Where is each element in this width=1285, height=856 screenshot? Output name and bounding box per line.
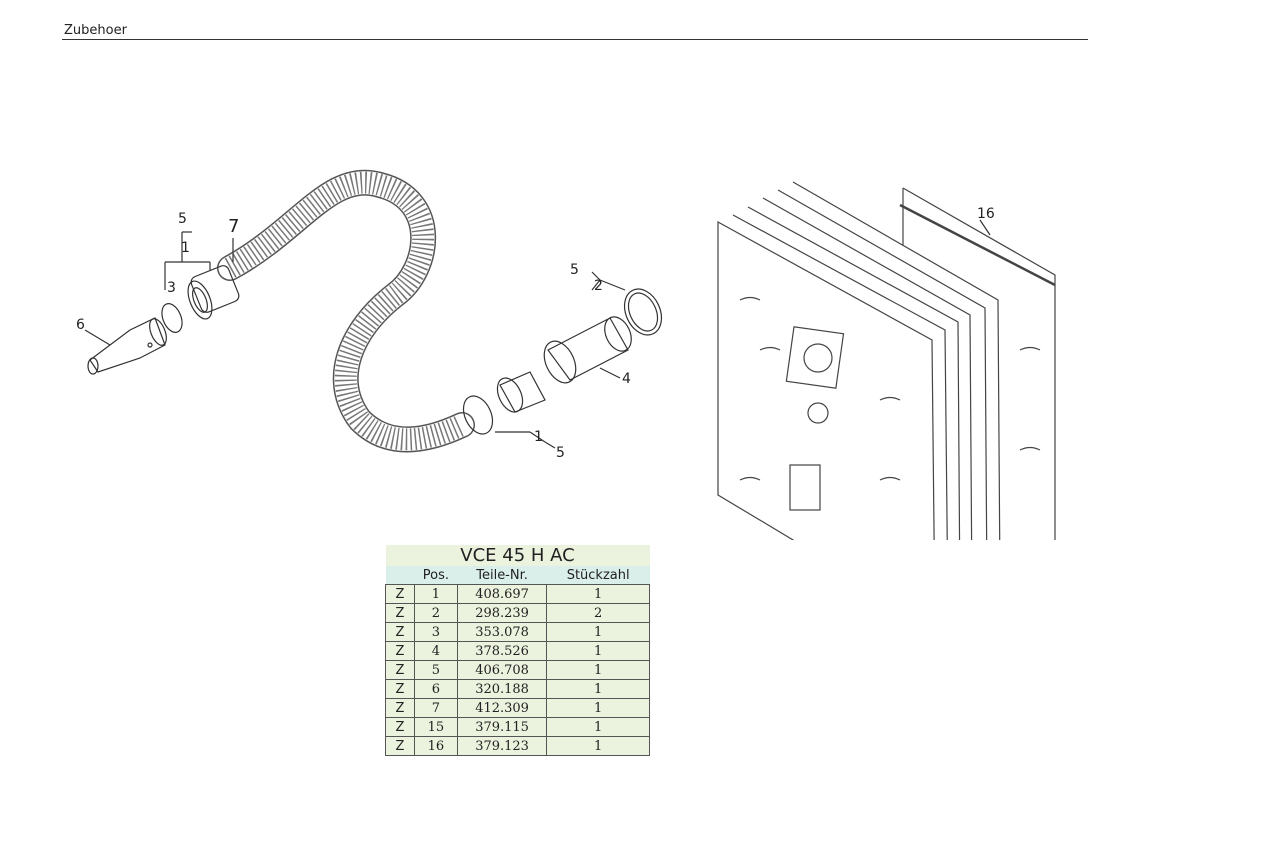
header-part-no: Teile-Nr. [457, 566, 547, 585]
callout-right-2: 2 [594, 278, 603, 294]
callout-left-3: 3 [167, 280, 176, 296]
callout-bag-16: 16 [977, 206, 995, 222]
callout-left-5: 5 [178, 211, 187, 227]
coupling-part [462, 371, 546, 435]
callout-right-5: 5 [570, 262, 579, 278]
header-divider [62, 39, 1088, 40]
table-header-row: Pos. Teile-Nr. Stückzahl [385, 566, 650, 585]
page-header-title: Zubehoer [64, 23, 127, 38]
callout-left-7: 7 [228, 216, 239, 237]
header-qty: Stückzahl [546, 566, 650, 585]
hose-connector-part [187, 265, 240, 320]
filter-bags-part [717, 181, 1001, 540]
table-title: VCE 45 H AC [385, 545, 650, 566]
callout-right-4: 4 [622, 371, 631, 387]
callout-left-6: 6 [76, 317, 85, 333]
header-pos: Pos. [414, 566, 458, 585]
nozzle-adapter-part [87, 317, 167, 375]
single-filter-bag-part [899, 187, 1056, 540]
gasket-ring-part [623, 288, 663, 336]
connector-sleeve-part [543, 316, 632, 384]
callout-left-1: 1 [181, 240, 190, 256]
callout-mid-5: 5 [556, 445, 565, 461]
clamp-ring-part [161, 303, 183, 333]
exploded-parts-drawing: 5 1 7 3 6 5 2 4 1 5 16 15 [76, 169, 1056, 540]
callout-mid-1: 1 [534, 429, 543, 445]
